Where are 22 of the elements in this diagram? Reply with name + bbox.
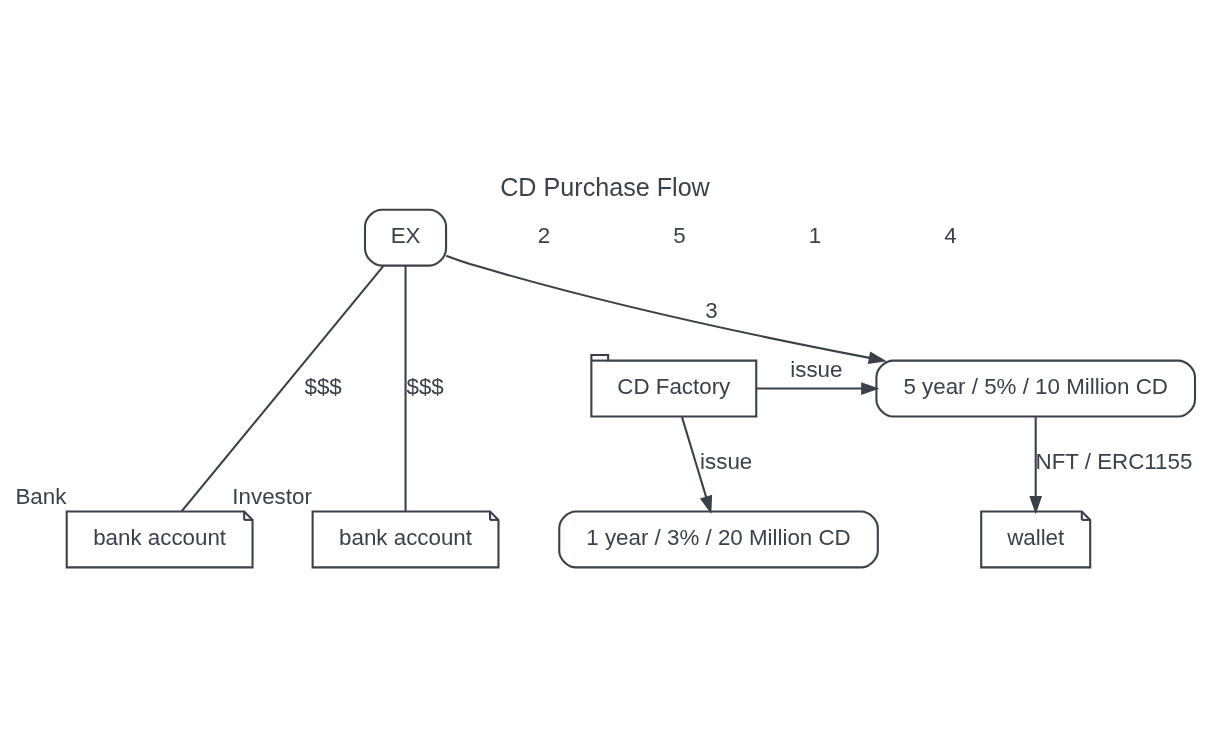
node-box: EX: [363, 208, 448, 267]
label: 5: [673, 222, 686, 248]
node-label: Investor: [232, 484, 312, 510]
edge-label: NFT / ERC1155: [1035, 449, 1193, 475]
arrow: [1029, 417, 1043, 515]
node-label: Bank: [15, 484, 67, 510]
edge-label: 3: [705, 298, 718, 324]
edge-label: issue: [790, 357, 843, 383]
arrow: [756, 382, 880, 395]
arrow: [445, 254, 887, 365]
connector: [180, 265, 385, 512]
edge-label: $$$: [406, 373, 444, 399]
edge-label: issue: [700, 449, 753, 475]
label: 4: [944, 222, 957, 248]
diagram-title: CD Purchase Flow: [500, 173, 710, 202]
node-box: 1 year / 3% / 20 Million CD: [558, 510, 879, 569]
connector: [404, 266, 407, 512]
label: 1: [808, 222, 822, 248]
label: 2: [537, 222, 551, 248]
edge-label: $$$: [304, 373, 342, 399]
node-box: 5 year / 5% / 10 Million CD: [875, 359, 1197, 418]
arrow: [681, 416, 713, 515]
